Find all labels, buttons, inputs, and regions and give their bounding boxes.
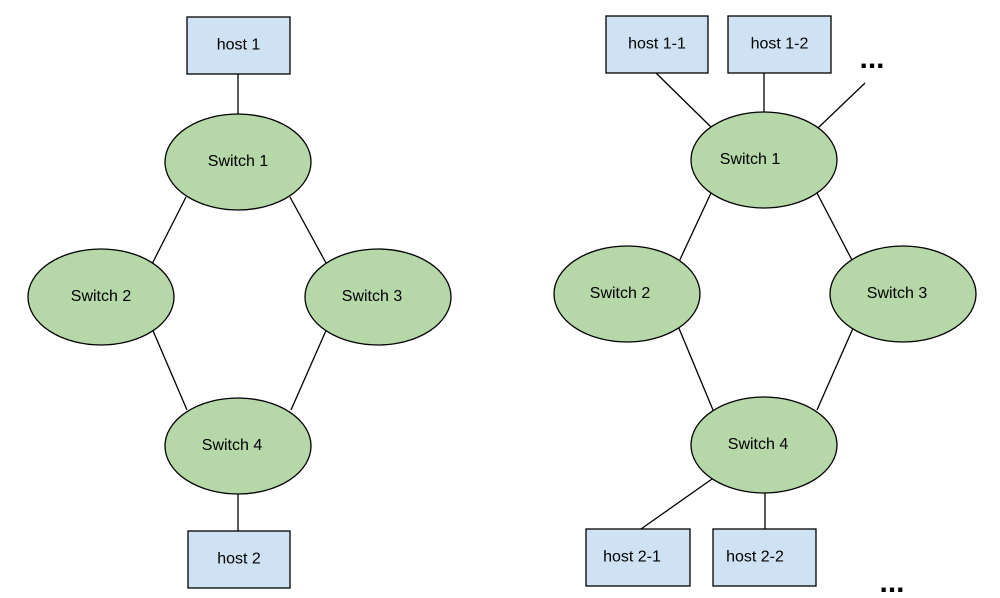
more-hosts-ellipsis: ...	[859, 42, 884, 75]
link-more-hosts-switch1	[817, 82, 866, 129]
host-label: host 1	[217, 37, 261, 54]
host-label: host 2-1	[603, 549, 661, 566]
link-switch2-switch4	[150, 325, 188, 411]
link-host1-1-switch1	[655, 72, 712, 128]
switch-node: Switch 4	[164, 397, 312, 495]
switch-label: Switch 3	[867, 285, 928, 302]
host-node: host 2-2	[712, 528, 817, 587]
switch-label: Switch 4	[202, 437, 263, 454]
host-label: host 2-2	[726, 549, 784, 566]
switch-node: Switch 3	[304, 248, 452, 346]
link-switch1-switch3	[816, 192, 854, 263]
switch-node: Switch 1	[690, 111, 838, 209]
link-switch4-host2-1	[640, 478, 713, 530]
host-node: host 2-1	[585, 528, 691, 587]
link-switch1-switch2	[150, 196, 187, 267]
host-label: host 1-1	[628, 36, 686, 53]
switch-label: Switch 1	[720, 151, 781, 168]
link-switch3-switch4	[816, 325, 855, 411]
host-node: host 1-2	[727, 15, 832, 74]
host-label: host 1-2	[751, 36, 809, 53]
host-label: host 2	[217, 551, 261, 568]
link-switch1-switch3	[289, 196, 327, 264]
left-topology: host 1 Switch 1 Switch 2 Switch 3 Switch…	[27, 16, 452, 589]
switch-node: Switch 4	[690, 396, 838, 494]
switch-label: Switch 2	[590, 285, 651, 302]
switch-label: Switch 3	[342, 288, 403, 305]
switch-node: Switch 3	[829, 245, 977, 343]
host-node: host 1	[186, 16, 291, 75]
switch-node: Switch 2	[553, 245, 701, 343]
link-switch3-switch4	[290, 325, 329, 411]
switch-label: Switch 1	[208, 153, 269, 170]
host-node: host 1-1	[605, 15, 709, 74]
host-node: host 2	[187, 530, 291, 589]
switch-node: Switch 2	[27, 248, 175, 346]
right-topology: host 1-1 host 1-2 ... Switch 1 Switch 2 …	[553, 15, 977, 598]
link-switch1-switch2	[676, 192, 712, 267]
switch-label: Switch 2	[71, 288, 132, 305]
more-hosts-ellipsis: ...	[879, 566, 904, 598]
switch-label: Switch 4	[728, 436, 789, 453]
switch-node: Switch 1	[164, 113, 312, 211]
link-switch2-switch4	[677, 325, 714, 411]
